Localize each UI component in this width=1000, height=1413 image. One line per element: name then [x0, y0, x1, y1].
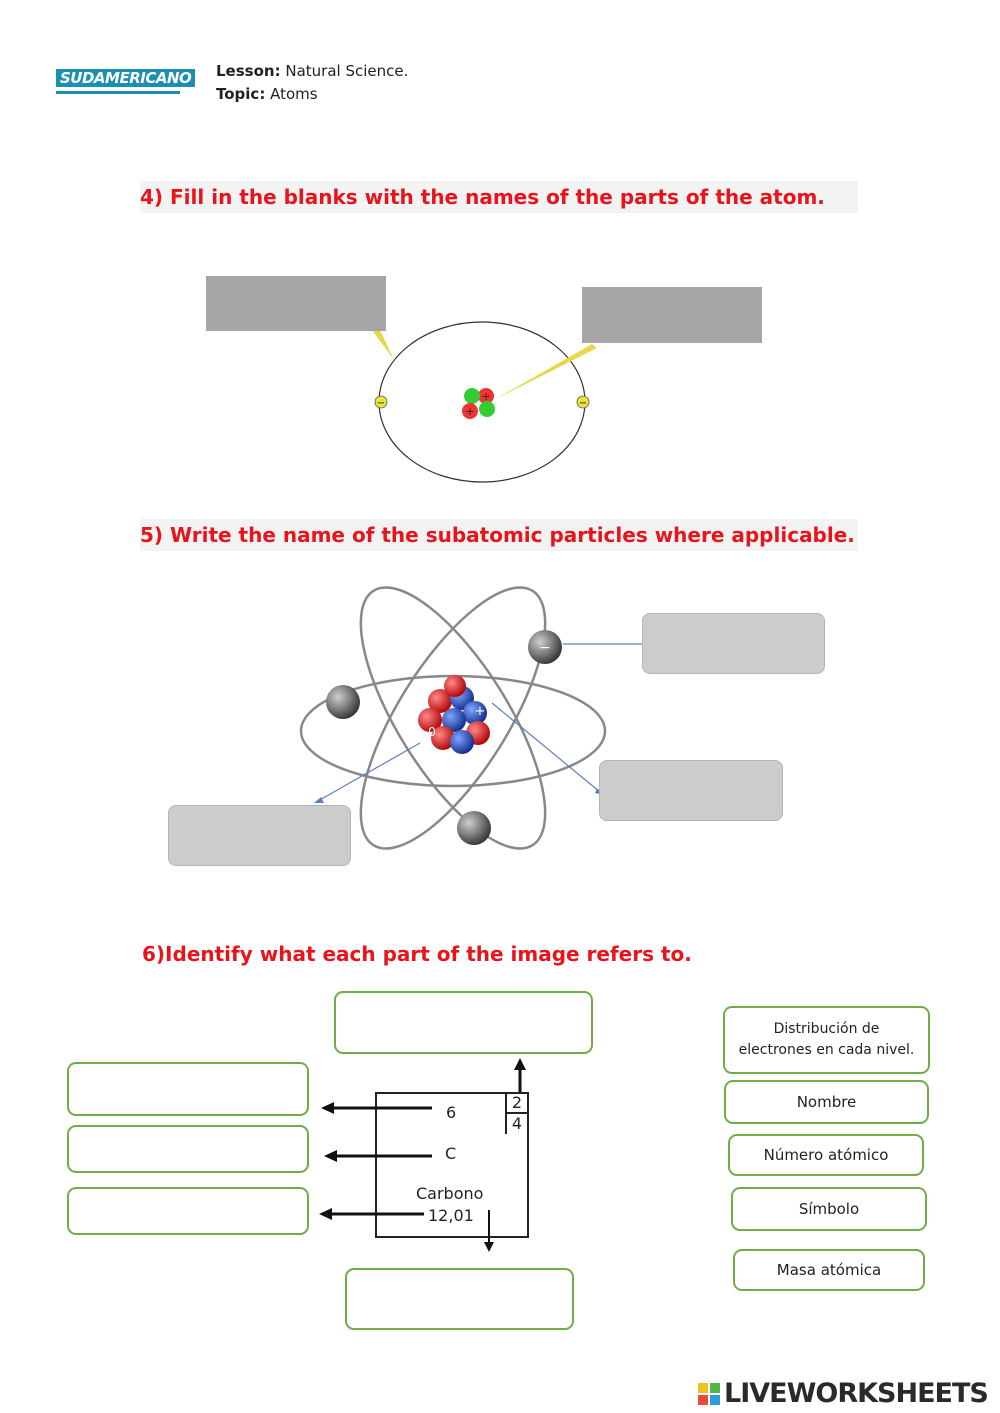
q6-title-wrap: 6)Identify what each part of the image r… — [142, 942, 692, 966]
q5-title: 5) Write the name of the subatomic parti… — [140, 523, 855, 547]
proton — [462, 403, 478, 419]
footer-brand[interactable]: LIVEWORKSHEETS — [724, 1378, 989, 1409]
q5-title-bar: 5) Write the name of the subatomic parti… — [140, 519, 858, 551]
electron-left — [374, 395, 388, 409]
arrow-head — [514, 1058, 526, 1070]
nucleus-particle — [428, 689, 452, 713]
arrow-proton — [491, 702, 601, 793]
q5-answer-box-neutron[interactable] — [168, 805, 351, 866]
electron — [528, 630, 562, 664]
q6-title: 6)Identify what each part of the image r… — [142, 942, 692, 966]
orbit-tilted-a — [359, 586, 547, 850]
element-name: Carbono — [416, 1184, 484, 1203]
option-numero-atomico[interactable]: Número atómico — [728, 1134, 924, 1176]
electron — [457, 811, 491, 845]
arrow-neutron — [317, 742, 421, 802]
bohr-atom-diagram: 0 + − — [299, 586, 648, 850]
q4-answer-box-right[interactable] — [582, 287, 762, 343]
q6-drop-symbol[interactable] — [67, 1125, 309, 1173]
school-logo: SUDAMERICANO — [56, 66, 196, 100]
arrow-head — [314, 797, 324, 803]
option-nombre[interactable]: Nombre — [724, 1080, 929, 1124]
arrow-head — [484, 1242, 494, 1252]
neutron — [479, 401, 495, 417]
logo-text: SUDAMERICANO — [56, 69, 196, 87]
orbit-tilted-b — [359, 586, 547, 850]
electron-right — [576, 395, 590, 409]
lesson-label: Lesson: — [216, 62, 281, 80]
pointer-line-left — [372, 330, 394, 360]
atomic-mass: 12,01 — [428, 1206, 474, 1225]
q6-drop-bottom[interactable] — [345, 1268, 574, 1330]
nucleus-particle — [463, 701, 487, 725]
nucleus-particle — [418, 708, 442, 732]
neutron — [464, 388, 480, 404]
element-symbol: C — [445, 1144, 457, 1163]
option-electron-distribution[interactable]: Distribución de electrones en cada nivel… — [723, 1006, 930, 1074]
q4-answer-box-left[interactable] — [206, 276, 386, 331]
option-masa-atomica[interactable]: Masa atómica — [733, 1249, 925, 1291]
proton-sign: + — [465, 405, 474, 418]
shell-2: 4 — [511, 1114, 523, 1133]
electron-sign: − — [579, 398, 587, 409]
arrow-head — [319, 1208, 332, 1220]
q6-drop-name-mass[interactable] — [67, 1187, 309, 1235]
nucleus-particle — [442, 708, 466, 732]
q6-drop-number[interactable] — [67, 1062, 309, 1116]
lesson-value: Natural Science. — [285, 62, 409, 80]
electron-label: − — [539, 640, 551, 656]
electron — [326, 685, 360, 719]
topic-label: Topic: — [216, 85, 266, 103]
electron-sign: − — [377, 398, 385, 409]
pointer-line-right — [494, 344, 597, 400]
proton-label: + — [475, 704, 486, 719]
q4-title-bar: 4) Fill in the blanks with the names of … — [140, 181, 858, 213]
q5-answer-box-electron[interactable] — [642, 613, 825, 674]
q6-arrows — [319, 1058, 526, 1252]
element-card — [375, 1092, 529, 1238]
arrow-head — [324, 1150, 337, 1162]
lesson-header: Lesson: Natural Science. Topic: Atoms — [216, 60, 408, 106]
shell-1: 2 — [507, 1094, 527, 1114]
proton — [478, 388, 494, 404]
nucleus-particle — [444, 675, 466, 697]
option-simbolo[interactable]: Símbolo — [731, 1187, 927, 1231]
proton-sign: + — [481, 390, 490, 403]
nucleus-particle — [450, 730, 474, 754]
atomic-number: 6 — [446, 1103, 457, 1122]
nucleus-particle — [431, 726, 455, 750]
topic-value: Atoms — [270, 85, 318, 103]
q6-drop-top[interactable] — [334, 991, 593, 1054]
q5-answer-box-proton[interactable] — [599, 760, 783, 821]
liveworksheets-icon — [698, 1383, 720, 1405]
arrow-head — [321, 1102, 334, 1114]
q4-title: 4) Fill in the blanks with the names of … — [140, 185, 825, 209]
simple-atom-diagram: − − + + — [372, 321, 597, 483]
neutron-label: 0 — [428, 725, 436, 739]
shell-box: 2 4 — [505, 1094, 527, 1134]
